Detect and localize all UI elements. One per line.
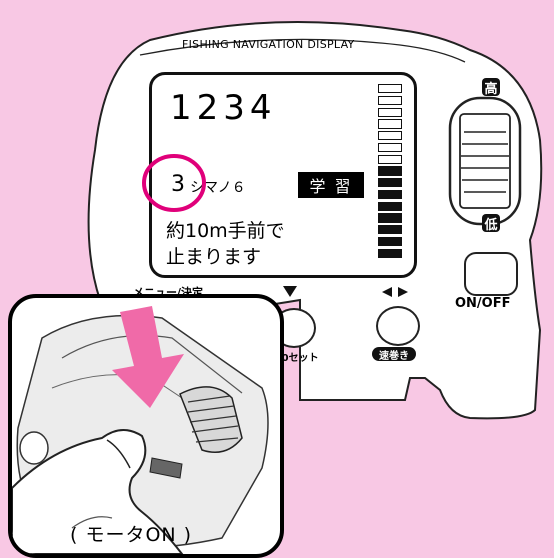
level-bar-segment xyxy=(378,236,402,247)
level-bar-segment xyxy=(378,84,402,94)
power-button[interactable] xyxy=(464,252,518,296)
inset-caption: ( モータON ) xyxy=(70,524,193,546)
lcd-message-line2: 止まります xyxy=(166,246,262,268)
level-bar-segment xyxy=(378,225,402,235)
low-label: 低 xyxy=(484,217,498,233)
level-bar-segment xyxy=(378,178,402,188)
speed-dial[interactable] xyxy=(448,96,522,226)
level-bar-segment xyxy=(378,154,402,164)
lcd-message-line1: 約10m手前で xyxy=(166,220,285,242)
inset-photo: ( モータON ) xyxy=(8,294,284,558)
lcd-learn-badge: 学 習 xyxy=(298,172,364,198)
reel-illustration xyxy=(12,306,269,554)
level-bar-segment xyxy=(378,142,402,153)
lcd-screen xyxy=(149,72,417,278)
level-bar-segment xyxy=(378,201,402,211)
left-right-arrow-icon xyxy=(382,287,408,297)
highlight-circle xyxy=(142,154,206,212)
lcd-learn-badge-text: 学 習 xyxy=(309,177,353,196)
zero-set-label: /0セット xyxy=(278,353,319,364)
level-bar-segment xyxy=(378,95,402,106)
low-label-icon: 低 xyxy=(482,214,500,233)
level-bar-segment xyxy=(378,248,402,258)
level-bar-segment xyxy=(378,119,402,129)
down-arrow-icon xyxy=(283,286,297,297)
fast-wind-badge: 速巻き xyxy=(372,347,416,362)
power-label: ON/OFF xyxy=(455,296,511,311)
level-bar-segment xyxy=(378,166,402,176)
lcd-counter: 1234 xyxy=(170,88,277,128)
level-bar-segment xyxy=(378,107,402,117)
device-title: FISHING NAVIGATION DISPLAY xyxy=(182,38,355,51)
lcd-level-meter xyxy=(378,84,402,258)
fast-wind-button[interactable] xyxy=(376,306,420,346)
fast-wind-label: 速巻き xyxy=(379,350,409,362)
high-label: 高 xyxy=(484,81,498,97)
level-bar-segment xyxy=(378,131,402,141)
high-label-icon: 高 xyxy=(482,78,500,97)
level-bar-segment xyxy=(378,189,402,200)
lcd-mode-number: 3 xyxy=(171,172,185,197)
level-bar-segment xyxy=(378,213,402,223)
